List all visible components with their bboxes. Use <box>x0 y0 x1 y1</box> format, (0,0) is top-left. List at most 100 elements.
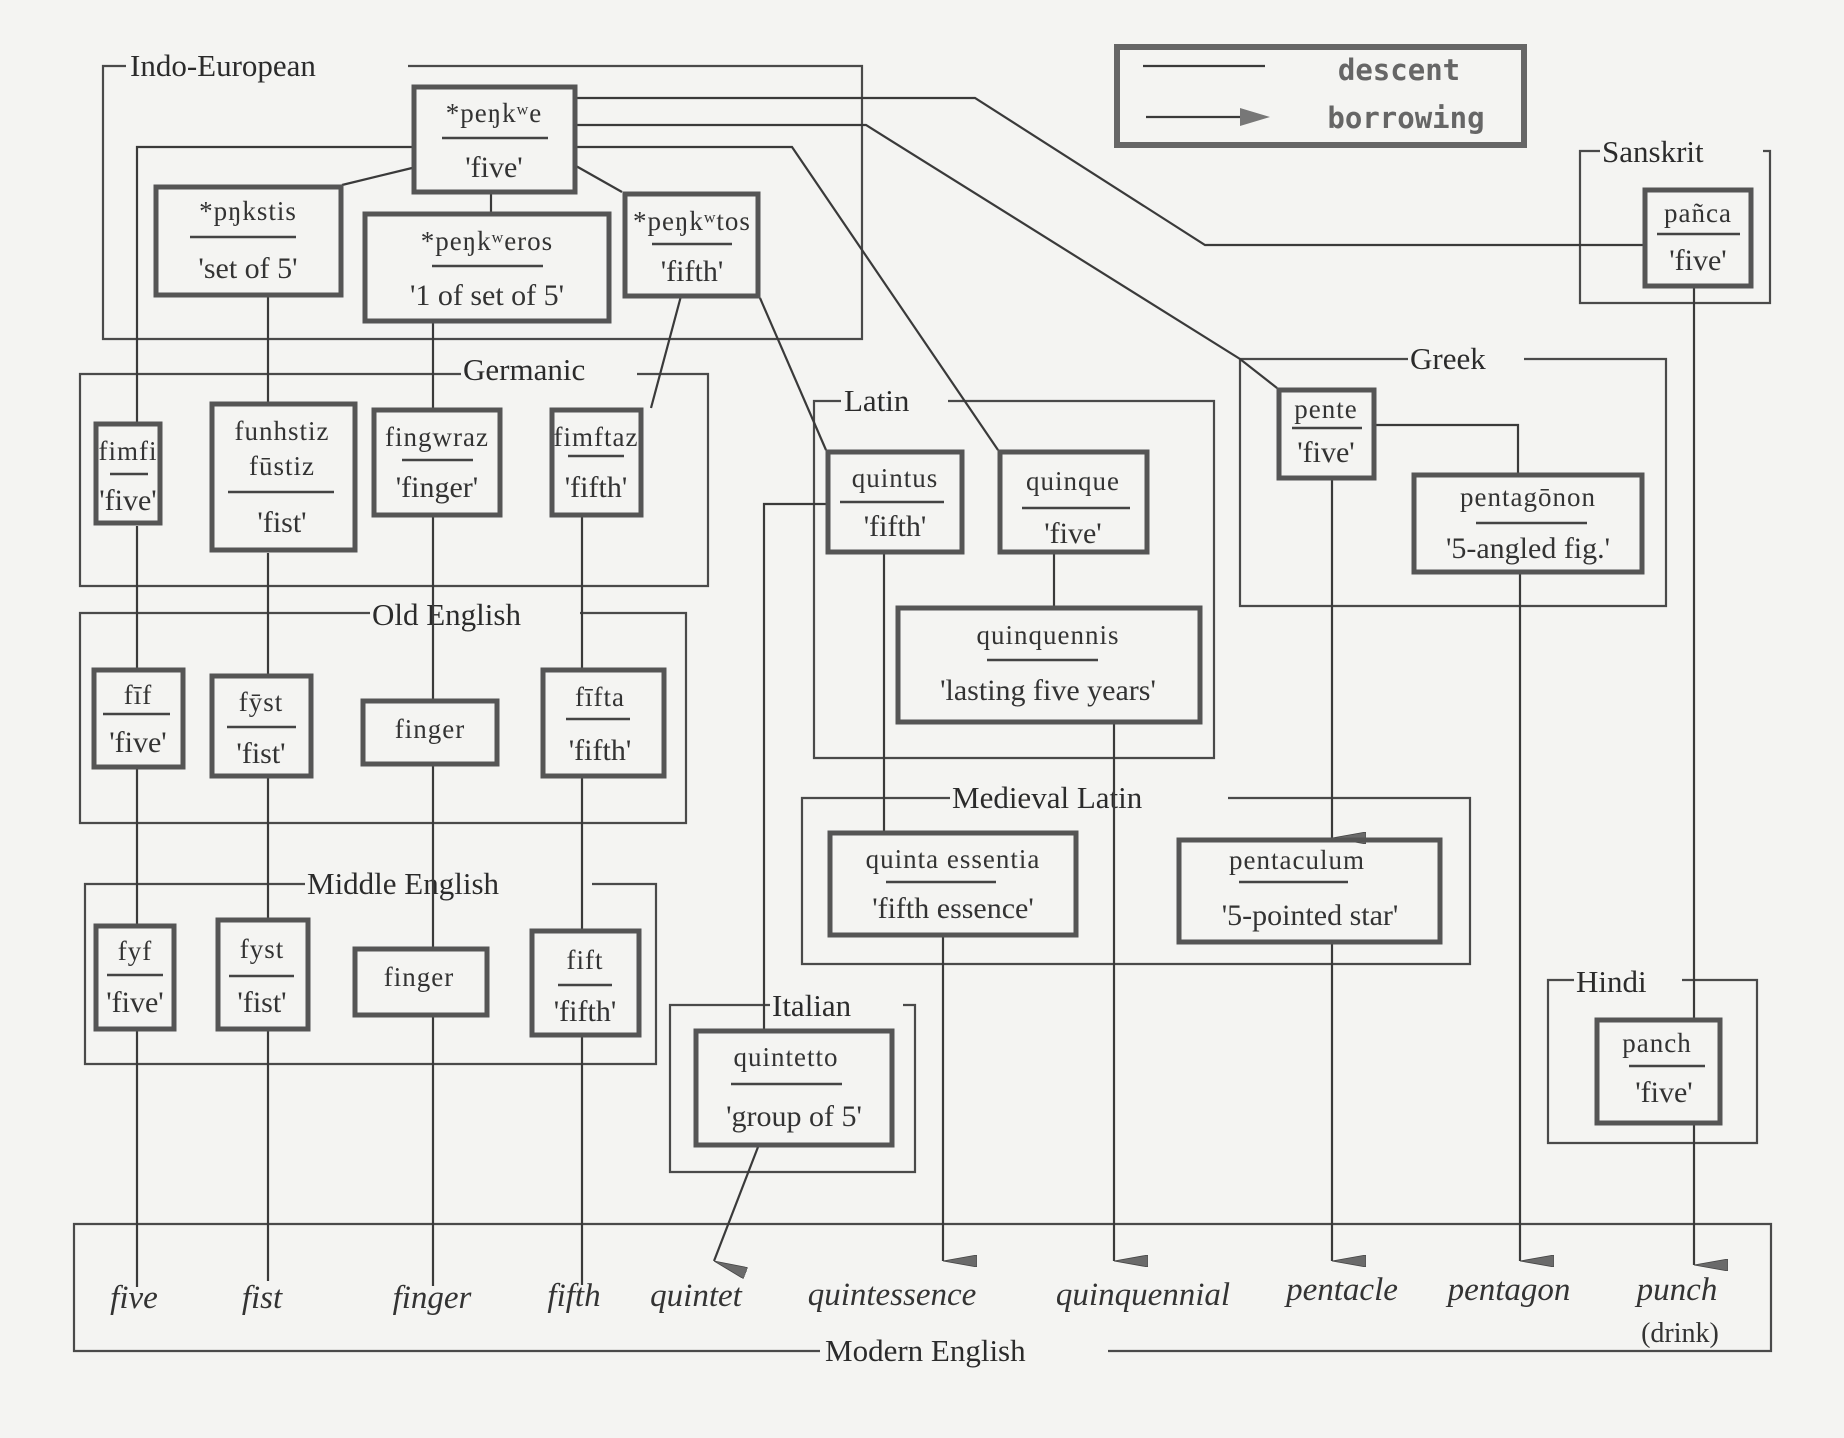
node-lat-quintus[interactable]: quintus 'fifth' <box>825 449 965 555</box>
node-box <box>352 946 490 1018</box>
group-indo-european: Indo-European <box>101 48 864 341</box>
node-grk-pente[interactable]: pente 'five' <box>1276 387 1377 481</box>
modern-word-pentagon[interactable]: pentagon <box>1446 1272 1571 1308</box>
node-oe-fyst[interactable]: fȳst 'fist' <box>209 673 314 779</box>
modern-word-fist[interactable]: fist <box>242 1280 283 1316</box>
descent-line <box>576 145 999 451</box>
node-gloss: 'five' <box>1635 1076 1692 1109</box>
group-frame <box>83 882 658 1066</box>
node-gloss: 'five' <box>109 726 166 759</box>
group-label: Hindi <box>1576 964 1647 999</box>
group-label: Latin <box>844 383 910 418</box>
modern-word-quintet[interactable]: quintet <box>650 1278 742 1314</box>
node-box <box>827 830 1079 938</box>
node-gloss: 'fifth' <box>864 510 926 543</box>
node-word: fyst <box>240 934 285 964</box>
node-gmc-fist[interactable]: funhstiz fūstiz 'fist' <box>209 401 358 553</box>
node-word-alt: fūstiz <box>249 451 315 481</box>
node-gloss: 'fist' <box>236 737 285 770</box>
group-frame <box>101 64 864 341</box>
node-box <box>91 667 186 770</box>
node-gloss: 'five' <box>465 151 522 184</box>
node-me-fift[interactable]: fift 'fifth' <box>529 928 642 1038</box>
modern-word-pentacle[interactable]: pentacle <box>1284 1272 1398 1308</box>
node-hi-panch[interactable]: panch 'five' <box>1594 1017 1723 1126</box>
node-word: quintetto <box>734 1042 839 1072</box>
node-it-quintetto[interactable]: quintetto 'group of 5' <box>693 1028 895 1148</box>
node-ml-quinta-essentia[interactable]: quinta essentia 'fifth essence' <box>827 830 1079 938</box>
group-label: Old English <box>372 597 521 632</box>
node-gloss: 'fifth' <box>554 995 616 1028</box>
group-label: Germanic <box>463 352 585 387</box>
node-me-fyst[interactable]: fyst 'fist' <box>215 917 311 1032</box>
descent-line <box>758 297 828 451</box>
node-gloss: 'five' <box>99 484 156 517</box>
node-gloss: 'five' <box>106 986 163 1019</box>
node-gloss: 'fifth essence' <box>872 892 1034 925</box>
node-me-finger[interactable]: finger <box>352 946 490 1018</box>
node-word: fyf <box>118 936 152 966</box>
node-gloss: 'fifth' <box>569 734 631 767</box>
node-ml-pentaculum[interactable]: pentaculum '5-pointed star' <box>1176 837 1443 945</box>
node-oe-fifta[interactable]: fīfta 'fifth' <box>540 667 667 779</box>
node-pie-fifth[interactable]: *peŋkʷtos 'fifth' <box>622 191 761 299</box>
node-box <box>153 184 344 298</box>
node-me-fyf[interactable]: fyf 'five' <box>93 923 177 1032</box>
arrow-head-icon <box>1240 108 1270 126</box>
node-word: finger <box>395 714 465 744</box>
node-gmc-finger[interactable]: fingwraz 'finger' <box>371 407 503 518</box>
borrowing-arrow <box>712 1146 760 1261</box>
group-label: Greek <box>1410 341 1486 376</box>
node-box <box>997 449 1150 555</box>
node-word: fingwraz <box>385 422 489 452</box>
descent-line <box>341 166 413 187</box>
node-gloss: '5-pointed star' <box>1222 899 1399 932</box>
node-box <box>362 211 612 324</box>
node-grk-pentagonon[interactable]: pentagōnon '5-angled fig.' <box>1411 472 1645 575</box>
group-frame <box>668 1003 917 1174</box>
modern-word-five[interactable]: five <box>110 1280 158 1316</box>
node-gloss: 'set of 5' <box>198 252 297 285</box>
node-word: *peŋkʷtos <box>633 206 751 236</box>
node-gloss: 'five' <box>1044 517 1101 550</box>
node-oe-fif[interactable]: fīf 'five' <box>91 667 186 770</box>
node-box <box>1176 837 1443 945</box>
node-pie-five[interactable]: *peŋkʷe 'five' <box>411 84 578 195</box>
modern-word-punch[interactable]: punch <box>1635 1272 1718 1308</box>
modern-word-quintessence[interactable]: quintessence <box>808 1277 977 1313</box>
node-pie-set[interactable]: *pŋkstis 'set of 5' <box>153 184 344 298</box>
borrowing-arrow <box>762 502 826 1029</box>
group-frame <box>800 796 1472 966</box>
node-word: quinquennis <box>977 620 1120 650</box>
node-lat-quinquennis[interactable]: quinquennis 'lasting five years' <box>895 605 1203 725</box>
group-frame <box>78 611 688 825</box>
modern-word-quinquennial[interactable]: quinquennial <box>1056 1277 1230 1313</box>
node-gloss: 'fifth' <box>565 471 627 504</box>
node-box <box>1642 187 1754 289</box>
node-skt-panca[interactable]: pañca 'five' <box>1642 187 1754 289</box>
modern-word-fifth[interactable]: fifth <box>547 1278 600 1314</box>
node-lat-quinque[interactable]: quinque 'five' <box>997 449 1150 555</box>
node-oe-finger[interactable]: finger <box>360 698 500 767</box>
node-word: panch <box>1622 1028 1691 1058</box>
legend: descent borrowing <box>1114 44 1527 148</box>
node-gloss: 'five' <box>1669 244 1726 277</box>
node-word: fīf <box>124 680 152 710</box>
node-pie-one-of-set[interactable]: *peŋkʷeros '1 of set of 5' <box>362 211 612 324</box>
group-modern-english: Modern English <box>72 1222 1773 1368</box>
node-box <box>529 928 642 1038</box>
descent-line <box>135 145 412 423</box>
node-box <box>895 605 1203 725</box>
node-gmc-fimfi[interactable]: fimfi 'five' <box>93 421 163 526</box>
group-medieval-latin: Medieval Latin <box>800 780 1472 966</box>
node-word: pentagōnon <box>1460 482 1596 512</box>
node-word: *pŋkstis <box>199 196 297 226</box>
node-box <box>549 407 644 518</box>
node-word: fift <box>567 945 604 975</box>
modern-word-finger[interactable]: finger <box>393 1280 472 1316</box>
node-word: pañca <box>1664 198 1732 228</box>
node-gmc-fifth[interactable]: fimftaz 'fifth' <box>549 407 644 518</box>
legend-frame <box>1114 44 1527 148</box>
node-box <box>693 1028 895 1148</box>
